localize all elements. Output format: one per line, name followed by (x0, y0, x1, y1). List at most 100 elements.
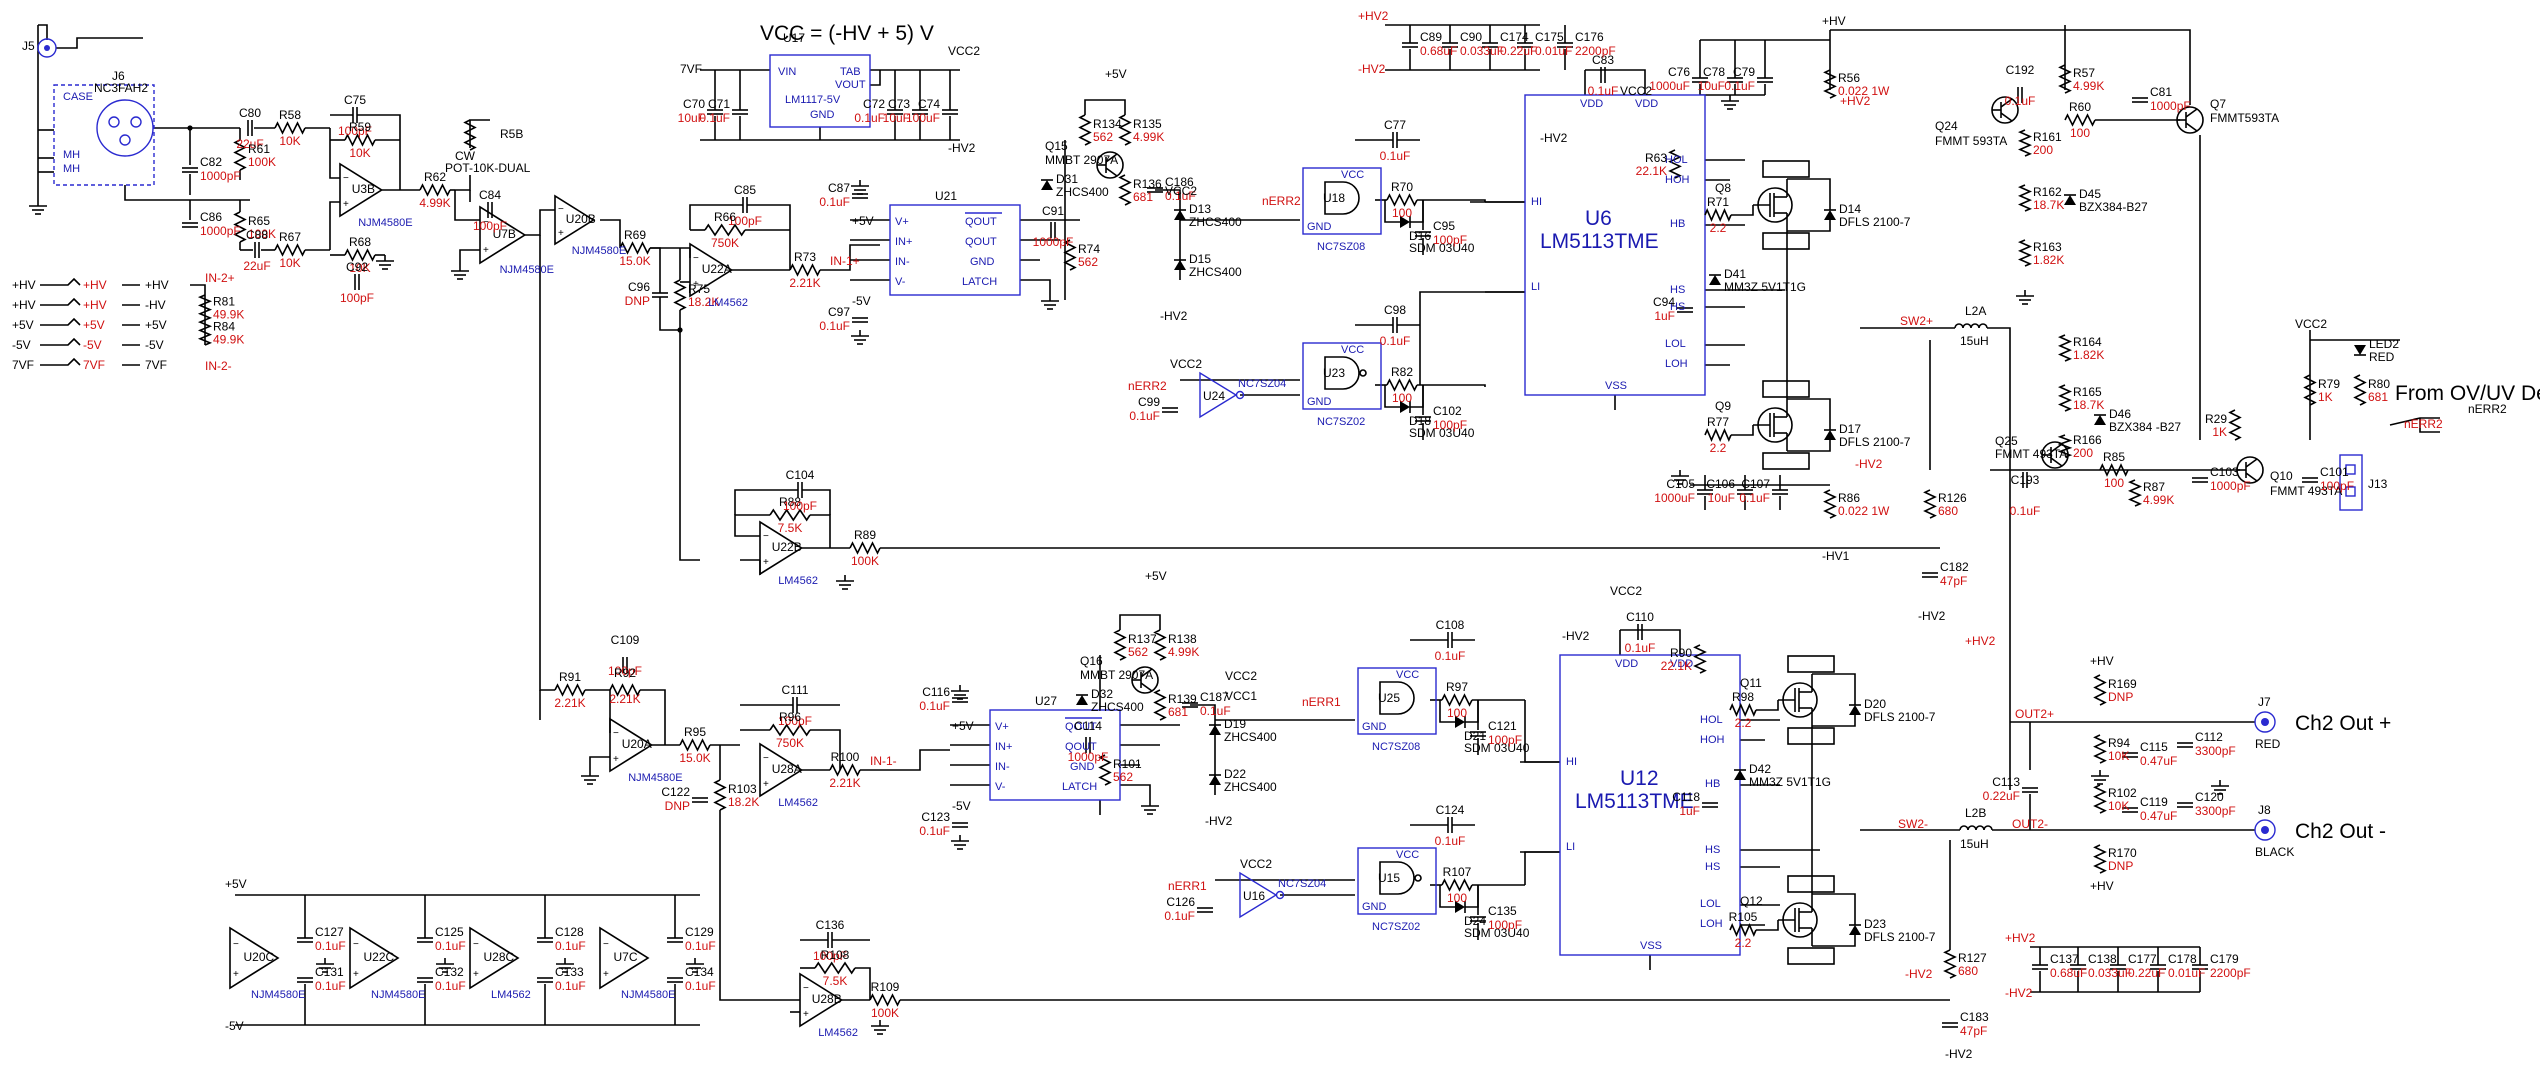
resistor (679, 738, 711, 752)
designator: R69 (624, 228, 646, 242)
designator: R162 (2033, 185, 2062, 199)
wire (820, 244, 880, 271)
designator: C105 (1666, 477, 1695, 491)
component-value: DFLS 2100-7 (1839, 435, 1911, 449)
wire (719, 810, 800, 1001)
component-value: 1000pF (200, 224, 241, 238)
net-flag (40, 277, 81, 286)
svg-text:−: − (558, 204, 564, 215)
pin-label: VDD (1635, 98, 1658, 110)
opamp-ref: U20A (622, 737, 652, 751)
capacitor (1557, 42, 1573, 48)
designator: R97 (1446, 680, 1468, 694)
capacitor (692, 797, 708, 803)
pin-label: V- (895, 276, 906, 288)
designator: D22 (1224, 767, 1246, 781)
designator: C132 (435, 965, 464, 979)
resistor (197, 294, 213, 321)
opamp-part: LM4562 (778, 575, 818, 587)
resistor (1153, 629, 1167, 661)
component-value: 100K (248, 155, 276, 169)
pin-label: LATCH (962, 276, 997, 288)
designator: C84 (479, 188, 501, 202)
component-value: 2200pF (1575, 44, 1616, 58)
junction-dot (187, 125, 193, 131)
designator: Q15 (1045, 139, 1068, 153)
pin-label: HS (1670, 301, 1685, 313)
component-value: 680 (1938, 504, 1958, 518)
chip-ref: U12 (1620, 767, 1659, 790)
designator: C87 (828, 181, 850, 195)
chip-ref: U6 (1585, 207, 1612, 230)
net-label: nERR2 (1262, 194, 1301, 208)
pin-label: HS (1705, 861, 1720, 873)
designator: C89 (1420, 30, 1442, 44)
designator: D15 (1189, 252, 1211, 266)
designator: R101 (1113, 757, 1142, 771)
wire (589, 756, 610, 770)
component-value: 100pF (608, 664, 642, 678)
component-value: 0.1uF (1739, 491, 1770, 505)
designator: J13 (2368, 477, 2388, 491)
capacitor (2177, 742, 2193, 748)
resistor (713, 779, 727, 811)
component-value: 0.1uF (685, 939, 716, 953)
component-value: 100 (1392, 391, 1412, 405)
resistor (1668, 149, 1682, 179)
net-label: J6 (112, 69, 125, 83)
page-title: VCC = (-HV + 5) V (760, 22, 934, 45)
designator: R161 (2033, 130, 2062, 144)
pin-label: GND (1070, 761, 1095, 773)
opamp-ref: U28B (812, 992, 842, 1006)
wire (469, 119, 490, 148)
component-value: 562 (1093, 130, 1113, 144)
component-value: 0.1uF (685, 979, 716, 993)
component-value: 680 (1958, 964, 1978, 978)
pin-label: HOH (1700, 734, 1725, 746)
pin-label: VIN (778, 66, 796, 78)
component-value: 10K (349, 261, 370, 275)
component-value: 7.5K (823, 974, 848, 988)
net-label: -HV2 (1562, 629, 1590, 643)
pin-label: VDD (1670, 658, 1693, 670)
net-flag (2389, 417, 2440, 433)
npn-transistor-q10 (2236, 456, 2264, 484)
net-label: CASE (63, 91, 93, 103)
component-value: 0.68uF (1420, 44, 1457, 58)
opamp-u20c: −+ (229, 926, 280, 990)
component-value: 100K (871, 1006, 899, 1020)
resistor (2099, 463, 2129, 477)
output-jack (2254, 711, 2276, 733)
net-label: -HV2 (1945, 1047, 1973, 1061)
designator: C134 (685, 965, 714, 979)
capacitor (942, 109, 958, 115)
component-value: 0.1uF (854, 111, 885, 125)
component-value: 18.7K (2033, 198, 2064, 212)
pin-label: V+ (895, 216, 909, 228)
component-value: 100pF (728, 214, 762, 228)
wire (329, 201, 340, 250)
component-value: 0.1uF (1200, 704, 1231, 718)
pin-label: IN+ (995, 741, 1012, 753)
component-value: 0.1uF (2010, 504, 2041, 518)
net-label: 7VF (680, 62, 702, 76)
resistor (2303, 374, 2317, 406)
net-flag (40, 317, 81, 326)
component-value: 10K (2108, 749, 2129, 763)
designator: C110 (1626, 610, 1654, 624)
designator: L2A (1965, 304, 1986, 318)
component-value: 681 (1168, 705, 1188, 719)
component-value: 2.21K (554, 696, 585, 710)
designator: R58 (279, 108, 301, 122)
output-label: Ch2 Out + (2295, 712, 2391, 735)
svg-text:+: + (693, 279, 699, 290)
net-label: +HV (2090, 879, 2114, 893)
component-value: ZHCS400 (1189, 215, 1242, 229)
component-value: 0.1uF (1625, 641, 1656, 655)
component-value: 4.99K (1168, 645, 1199, 659)
capacitor (1517, 42, 1533, 48)
designator: C97 (828, 305, 850, 319)
capacitor (1702, 802, 1718, 808)
designator: C104 (786, 468, 815, 482)
